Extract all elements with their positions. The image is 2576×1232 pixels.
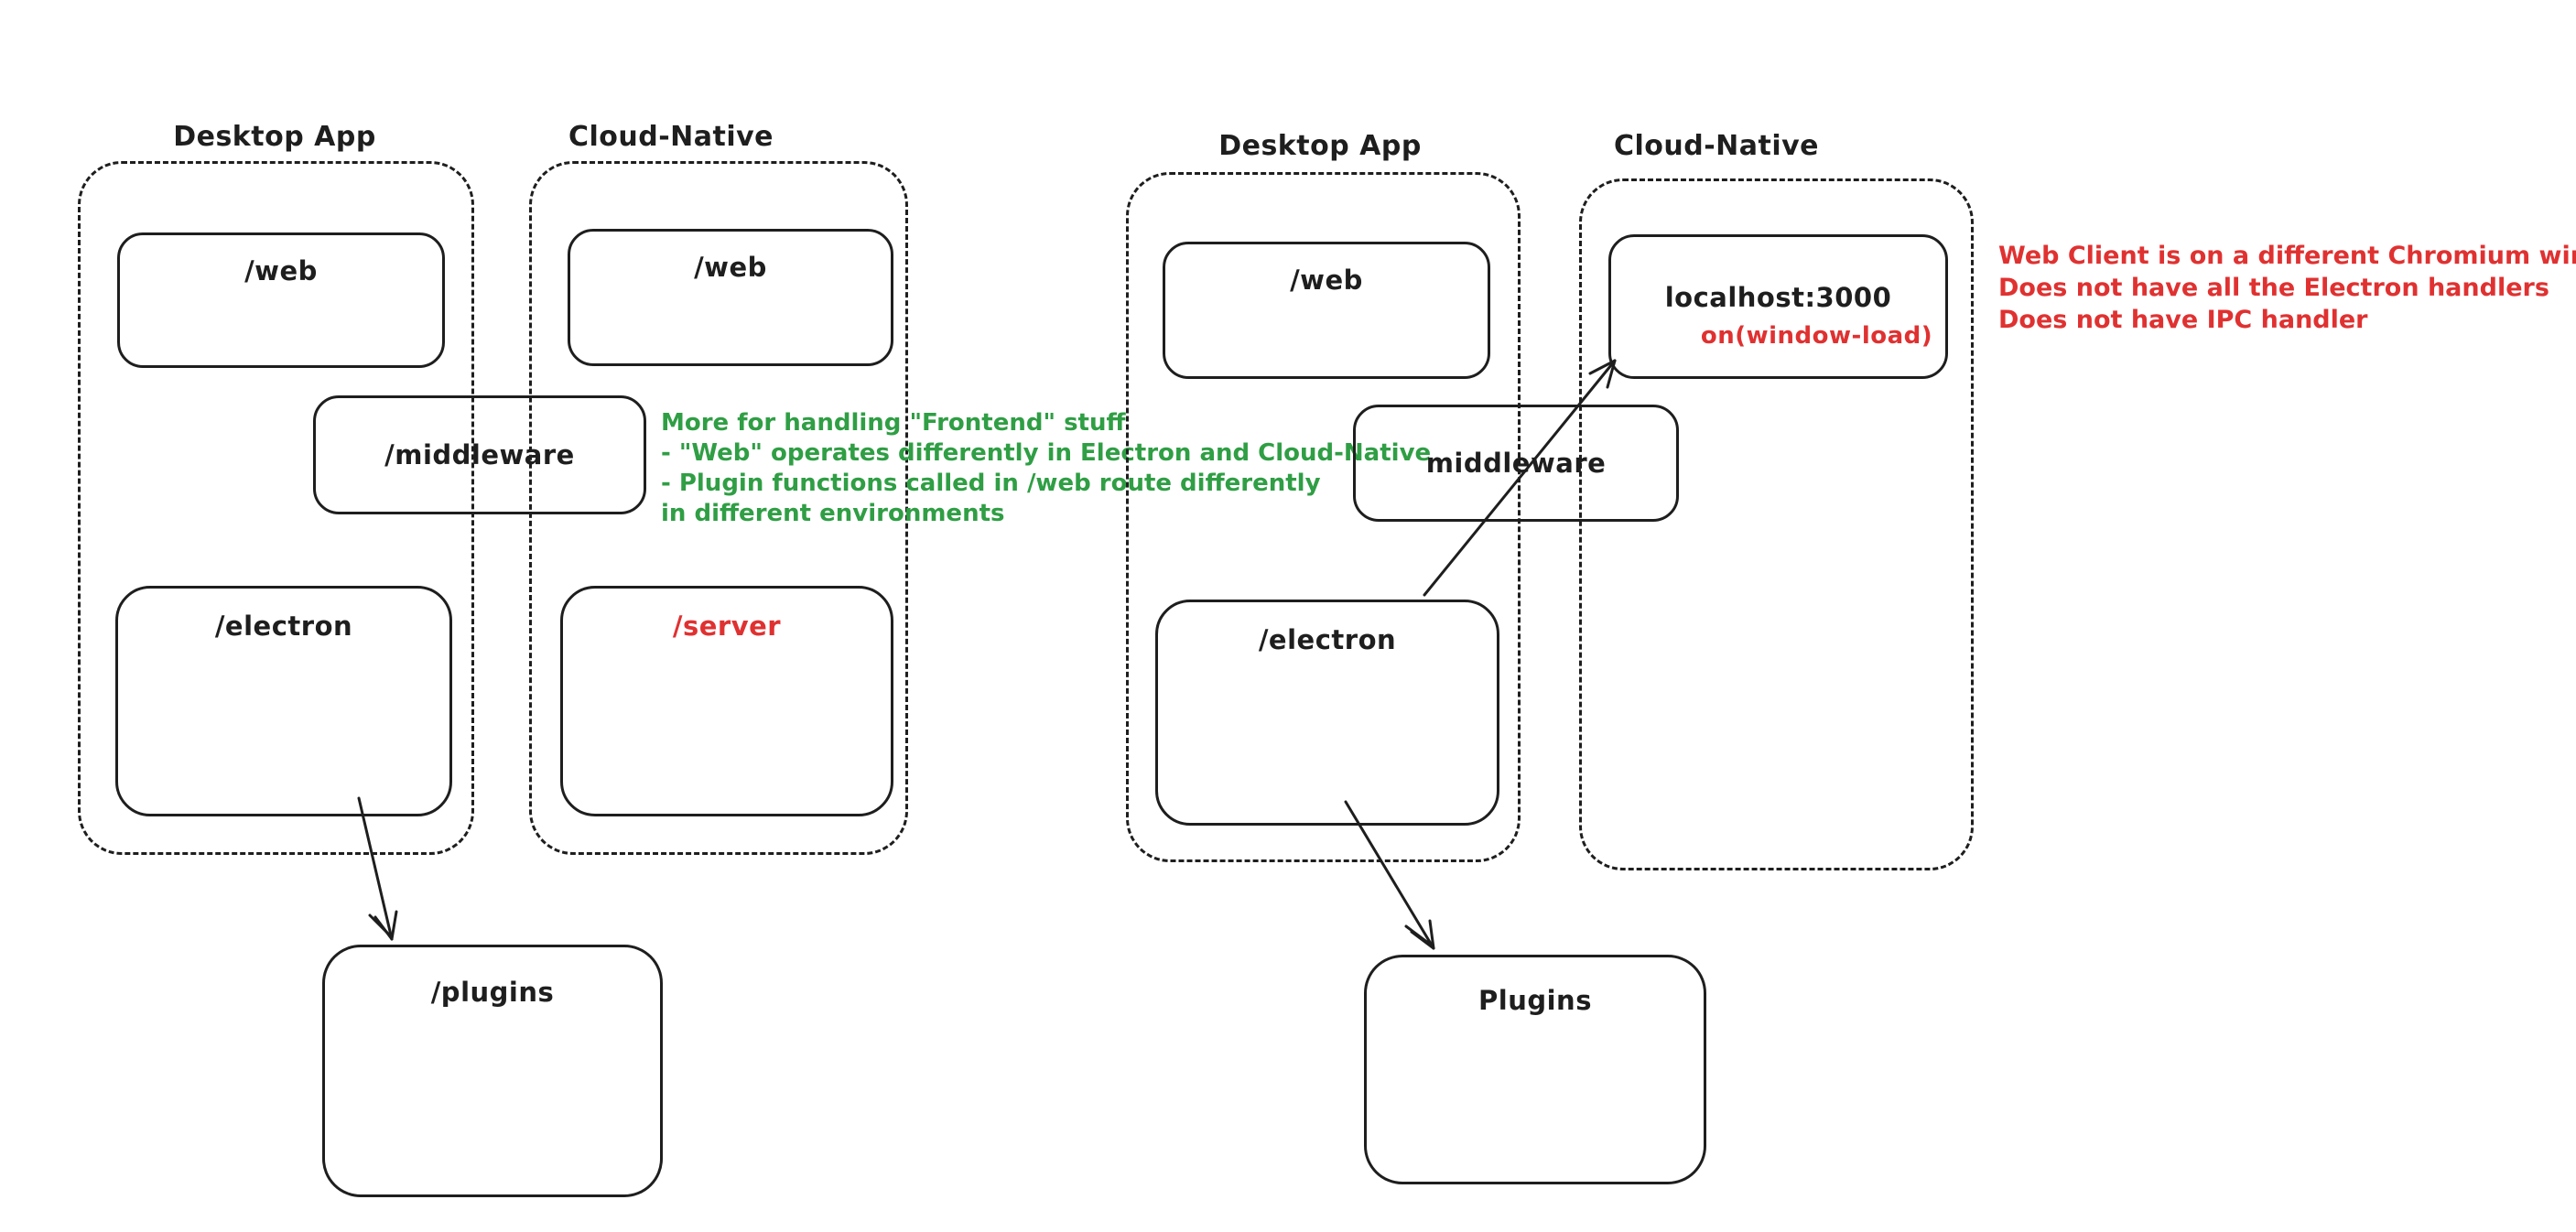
right-note-line-2: Does not have all the Electron handlers <box>1998 274 2549 302</box>
right-electron-label: /electron <box>1258 624 1397 655</box>
left-web-cloud-label: /web <box>694 252 767 283</box>
right-plugins-box: Plugins <box>1364 955 1706 1184</box>
right-plugins-label: Plugins <box>1478 985 1592 1016</box>
right-desktop-app-title: Desktop App <box>1218 130 1422 162</box>
right-window-load-label: on(window-load) <box>1700 322 1933 350</box>
left-note-line-1: More for handling "Frontend" stuff <box>661 409 1126 437</box>
right-middleware-box: middleware <box>1353 405 1679 522</box>
left-note-line-4: in different environments <box>661 500 1005 527</box>
left-desktop-app-title: Desktop App <box>173 121 376 153</box>
left-note-line-2: - "Web" operates differently in Electron… <box>661 439 1432 467</box>
left-annotation-note: More for handling "Frontend" stuff - "We… <box>661 408 1431 529</box>
left-server-label: /server <box>672 611 782 642</box>
right-web-box: /web <box>1163 242 1490 379</box>
left-plugins-box: /plugins <box>322 945 663 1197</box>
right-note-line-3: Does not have IPC handler <box>1998 306 2368 334</box>
left-middleware-box: /middleware <box>313 395 646 514</box>
left-electron-box: /electron <box>115 586 452 816</box>
left-plugins-label: /plugins <box>430 977 555 1008</box>
left-note-line-3: - Plugin functions called in /web route … <box>661 470 1321 497</box>
left-electron-label: /electron <box>214 611 353 642</box>
right-note-line-1: Web Client is on a different Chromium wi… <box>1998 242 2576 270</box>
left-cloud-native-title: Cloud-Native <box>568 121 774 153</box>
left-web-desktop-label: /web <box>244 255 318 286</box>
left-cloud-native-container <box>529 161 908 855</box>
right-localhost-label: localhost:3000 <box>1664 282 1892 313</box>
left-web-desktop-box: /web <box>117 232 445 368</box>
left-server-box: /server <box>560 586 893 816</box>
left-web-cloud-box: /web <box>568 229 893 366</box>
right-electron-box: /electron <box>1155 600 1499 826</box>
right-annotation-note: Web Client is on a different Chromium wi… <box>1998 240 2576 336</box>
right-middleware-label: middleware <box>1425 448 1607 479</box>
left-desktop-app-container <box>78 161 474 855</box>
right-web-label: /web <box>1290 265 1363 296</box>
left-middleware-label: /middleware <box>384 439 575 470</box>
right-cloud-native-title: Cloud-Native <box>1613 130 1820 162</box>
right-localhost-box: localhost:3000 on(window-load) <box>1608 234 1948 379</box>
